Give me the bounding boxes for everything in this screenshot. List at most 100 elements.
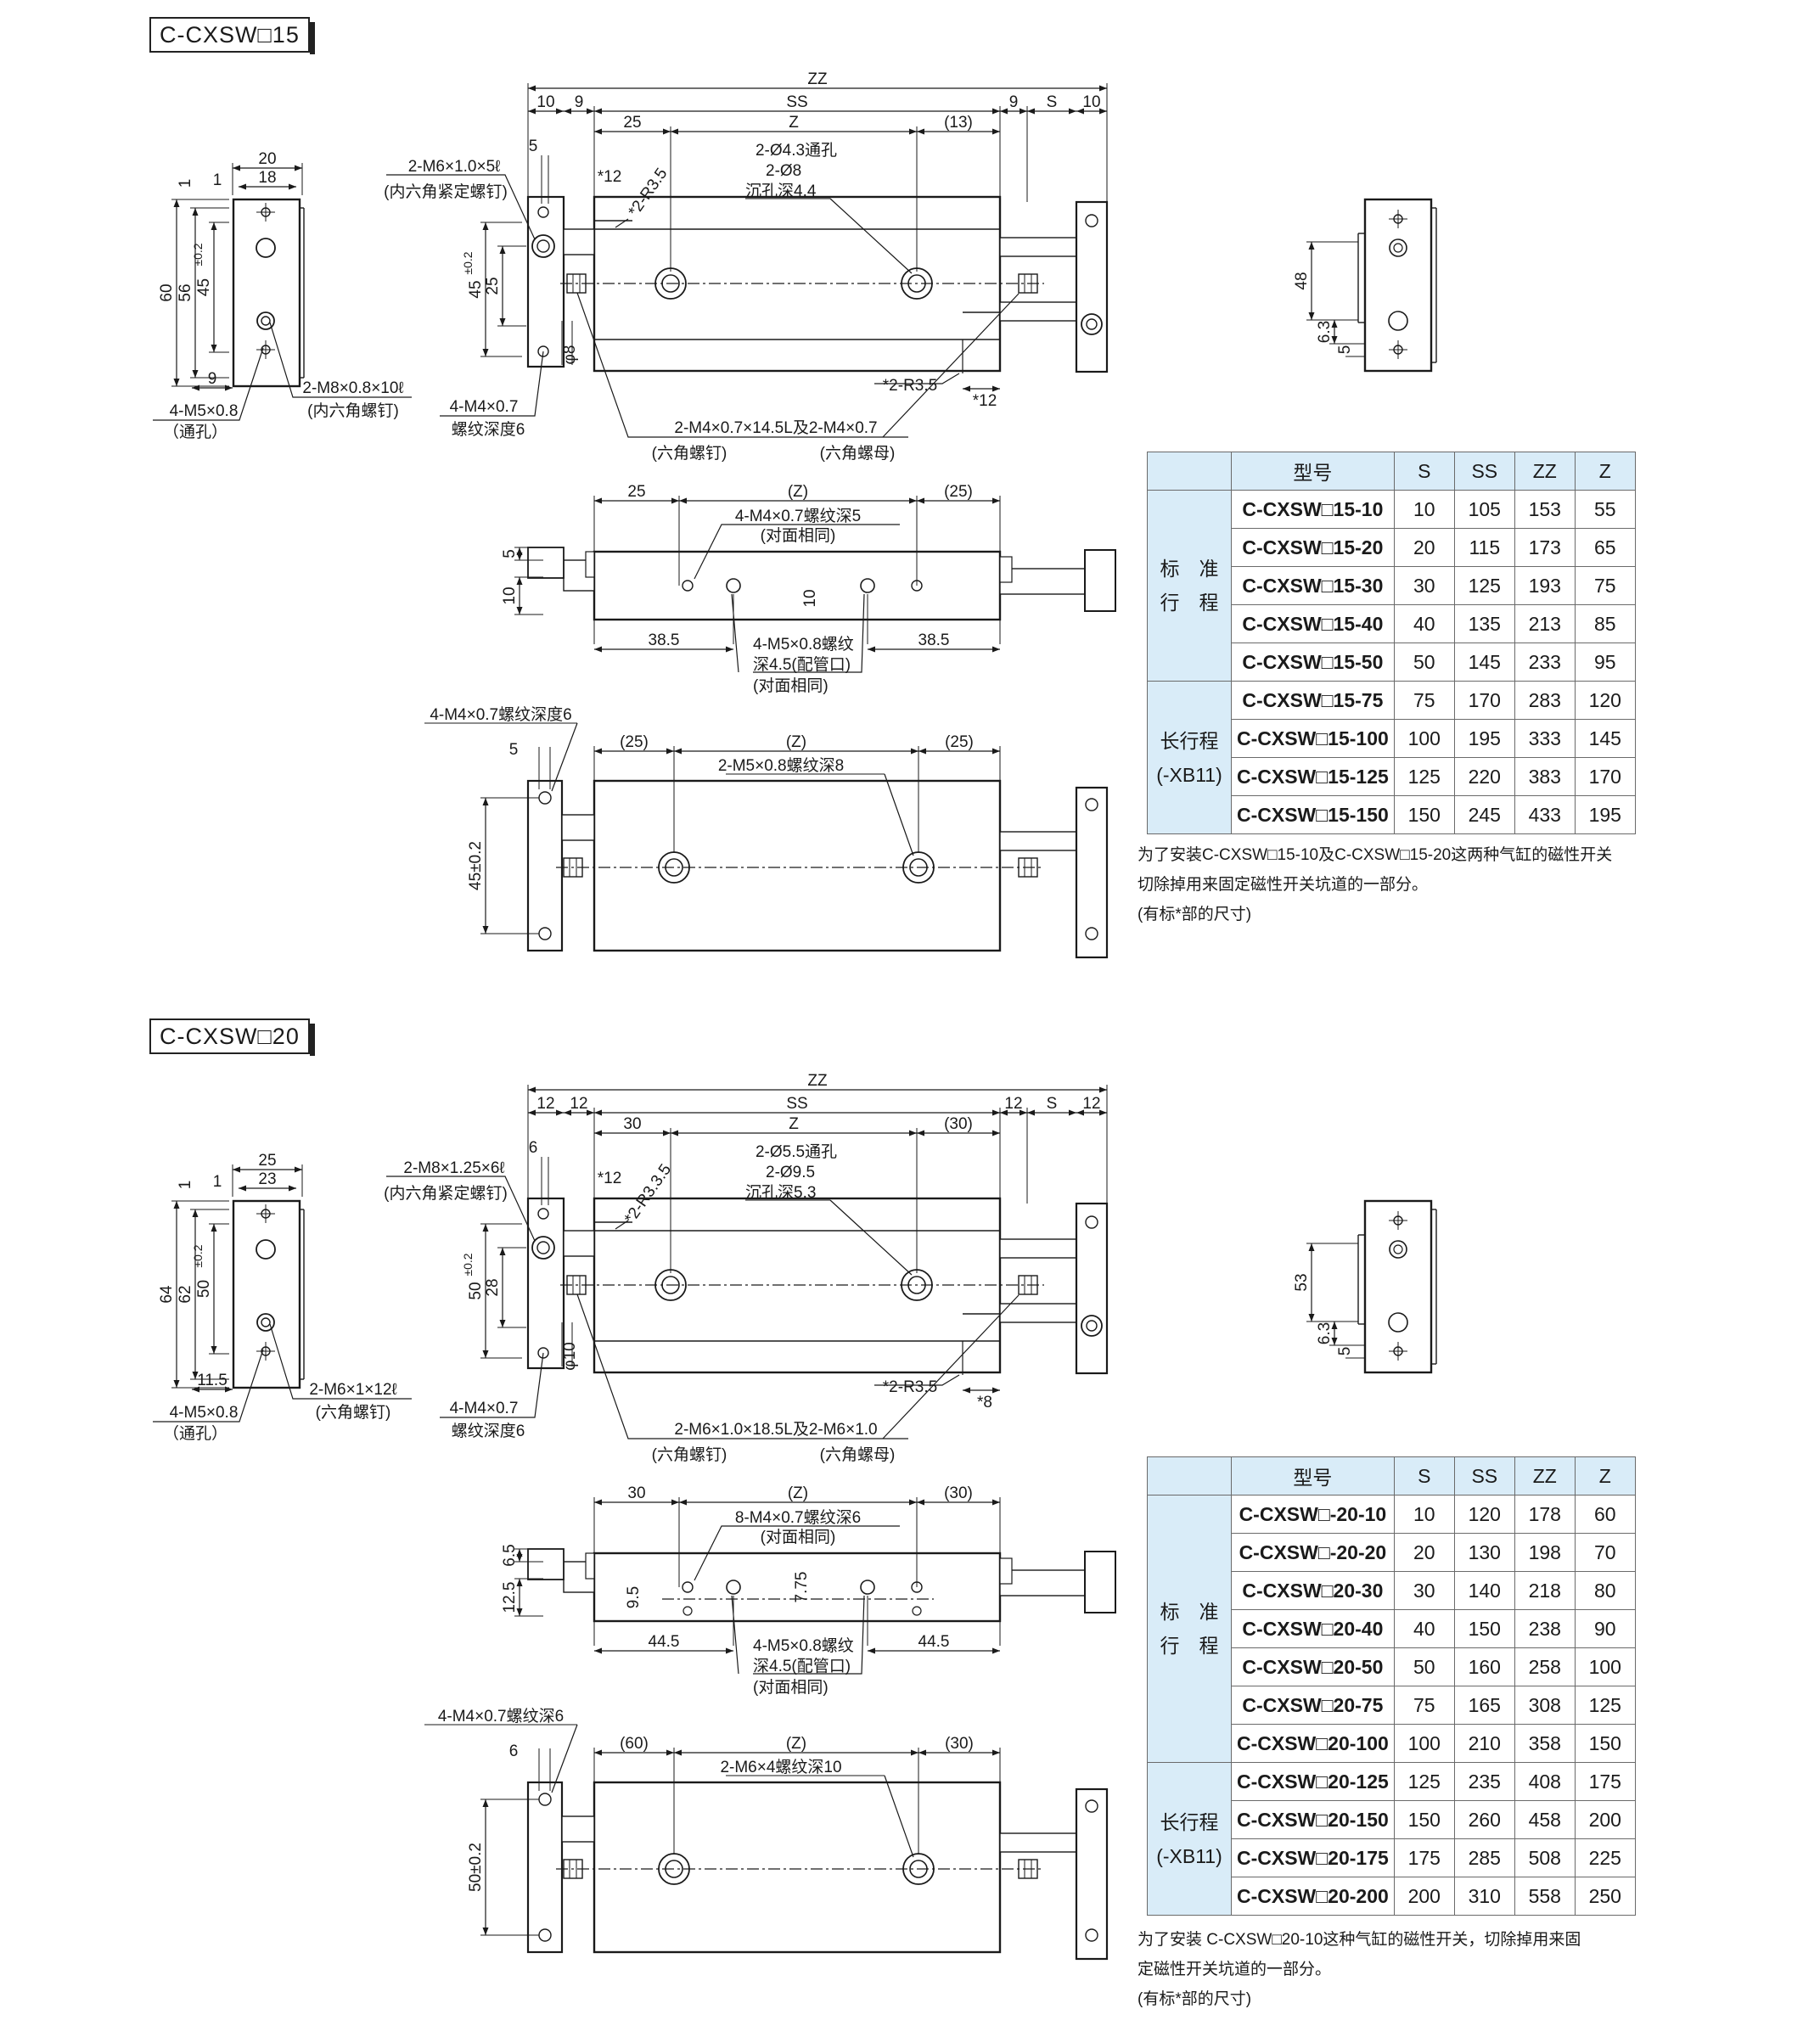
value-cell: 145 <box>1453 643 1515 682</box>
arrow-head <box>909 497 917 504</box>
plate-hole <box>1085 1799 1098 1813</box>
dimension-label: 2-M6×1×12ℓ <box>309 1381 396 1399</box>
value-cell: 100 <box>1393 719 1455 758</box>
dimension-label: 沉孔深5.3 <box>745 1183 816 1202</box>
dimension-label: 5 <box>509 741 519 759</box>
dimension-label: Z <box>789 114 799 132</box>
arrow-head <box>482 1799 489 1807</box>
dimension-label: ZZ <box>807 1072 828 1090</box>
end-hole <box>1388 1312 1408 1333</box>
leader-line <box>551 722 578 792</box>
value-cell: 250 <box>1574 1877 1636 1916</box>
value-cell: 125 <box>1453 566 1515 605</box>
arrow-head <box>173 379 180 386</box>
value-cell: 80 <box>1574 1571 1636 1610</box>
arrow-head <box>911 1749 918 1756</box>
dimension-label: 2-M8×0.8×10ℓ <box>302 379 403 397</box>
dimension-label: (六角螺母) <box>820 444 896 463</box>
end-plate-right <box>1075 200 1109 373</box>
footnote-line: 切除掉用来固定磁性开关坑道的一部分。 <box>1138 876 1429 894</box>
value-cell: 558 <box>1514 1877 1576 1916</box>
value-cell: 75 <box>1574 566 1636 605</box>
dimension-label: S <box>1047 1095 1058 1113</box>
plate-set-screw <box>531 1236 555 1260</box>
arrow-head <box>499 318 506 326</box>
arrow-head <box>992 1749 1000 1756</box>
value-cell: 20 <box>1393 1533 1455 1572</box>
arrow-head <box>594 1499 602 1506</box>
footnote-line: (有标*部的尺寸) <box>1138 906 1252 923</box>
bottom-rod-right <box>999 831 1077 851</box>
arrow-head <box>679 1499 687 1506</box>
header-cell: S <box>1393 1456 1455 1495</box>
dimension-label: 5 <box>1336 345 1354 355</box>
arrow-head <box>963 1387 970 1394</box>
header-blank <box>1147 1456 1232 1495</box>
dimension-label: 25 <box>258 1152 276 1170</box>
dimension-label: 12.5 <box>501 1582 519 1613</box>
dimension-label: *2-R3.5 <box>883 1378 937 1396</box>
value-cell: 178 <box>1514 1495 1576 1534</box>
plate-set-screw <box>531 234 555 258</box>
side-view-body <box>232 198 301 388</box>
value-cell: 308 <box>1514 1686 1576 1725</box>
header-cell: SS <box>1453 1456 1515 1495</box>
arrow-head <box>289 1185 296 1192</box>
leader-line <box>269 322 412 398</box>
header-cell: Z <box>1574 452 1636 491</box>
dimension-label: (对面相同) <box>761 526 836 545</box>
arrow-head <box>594 1130 602 1136</box>
plate-hole <box>1085 927 1098 940</box>
arrow-head <box>528 108 536 115</box>
arrow-head <box>917 1130 924 1136</box>
dimension-label: 1 <box>213 171 222 189</box>
arrow-head <box>482 349 489 356</box>
value-cell: 160 <box>1453 1647 1515 1686</box>
top-plate-left <box>527 547 565 579</box>
arrow-head <box>909 128 917 135</box>
footnote-line: 为了安装C-CXSW□15-10及C-CXSW□15-20这两种气缸的磁性开关 <box>1138 846 1613 864</box>
value-cell: 115 <box>1453 528 1515 567</box>
arrow-head <box>1331 336 1338 344</box>
top-thread-hole <box>911 1581 923 1593</box>
model-cell: C-CXSW□15-125 <box>1231 757 1395 796</box>
bottom-rod-left <box>561 814 595 841</box>
arrow-head <box>499 1320 506 1327</box>
dimension-label: 5 <box>501 549 519 558</box>
value-cell: 258 <box>1514 1647 1576 1686</box>
dimension-label: *12 <box>973 392 997 410</box>
value-cell: 175 <box>1574 1762 1636 1801</box>
dimension-label: 10 <box>801 589 819 607</box>
value-cell: 285 <box>1453 1838 1515 1877</box>
leader-line <box>753 1595 865 1675</box>
value-cell: 125 <box>1393 1762 1455 1801</box>
arrow-head <box>992 128 1000 135</box>
value-cell: 213 <box>1514 604 1576 643</box>
dimension-label: 9 <box>208 370 217 388</box>
arrow-head <box>482 1350 489 1358</box>
value-cell: 170 <box>1574 757 1636 796</box>
leader-line <box>731 1595 739 1675</box>
side-cap-screw <box>256 1313 275 1332</box>
dimension-label: 10 <box>1082 93 1100 111</box>
value-cell: 153 <box>1514 490 1576 529</box>
dimension-label: S <box>1047 93 1058 111</box>
dimension-label: 5 <box>529 137 538 155</box>
value-cell: 150 <box>1393 1800 1455 1839</box>
value-cell: 310 <box>1453 1877 1515 1916</box>
value-cell: 55 <box>1574 490 1636 529</box>
arrow-head <box>192 384 199 391</box>
dimension-label: 12 <box>1004 1095 1022 1113</box>
header-cell: 型号 <box>1231 1456 1395 1495</box>
dimension-label: *8 <box>977 1394 992 1411</box>
plate-hex-socket <box>1081 313 1103 335</box>
dimension-label: 30 <box>623 1115 641 1133</box>
value-cell: 120 <box>1453 1495 1515 1534</box>
dimension-label: (Z) <box>786 1735 806 1753</box>
dimension-label: 60 <box>158 283 176 301</box>
leader-line <box>440 351 544 417</box>
